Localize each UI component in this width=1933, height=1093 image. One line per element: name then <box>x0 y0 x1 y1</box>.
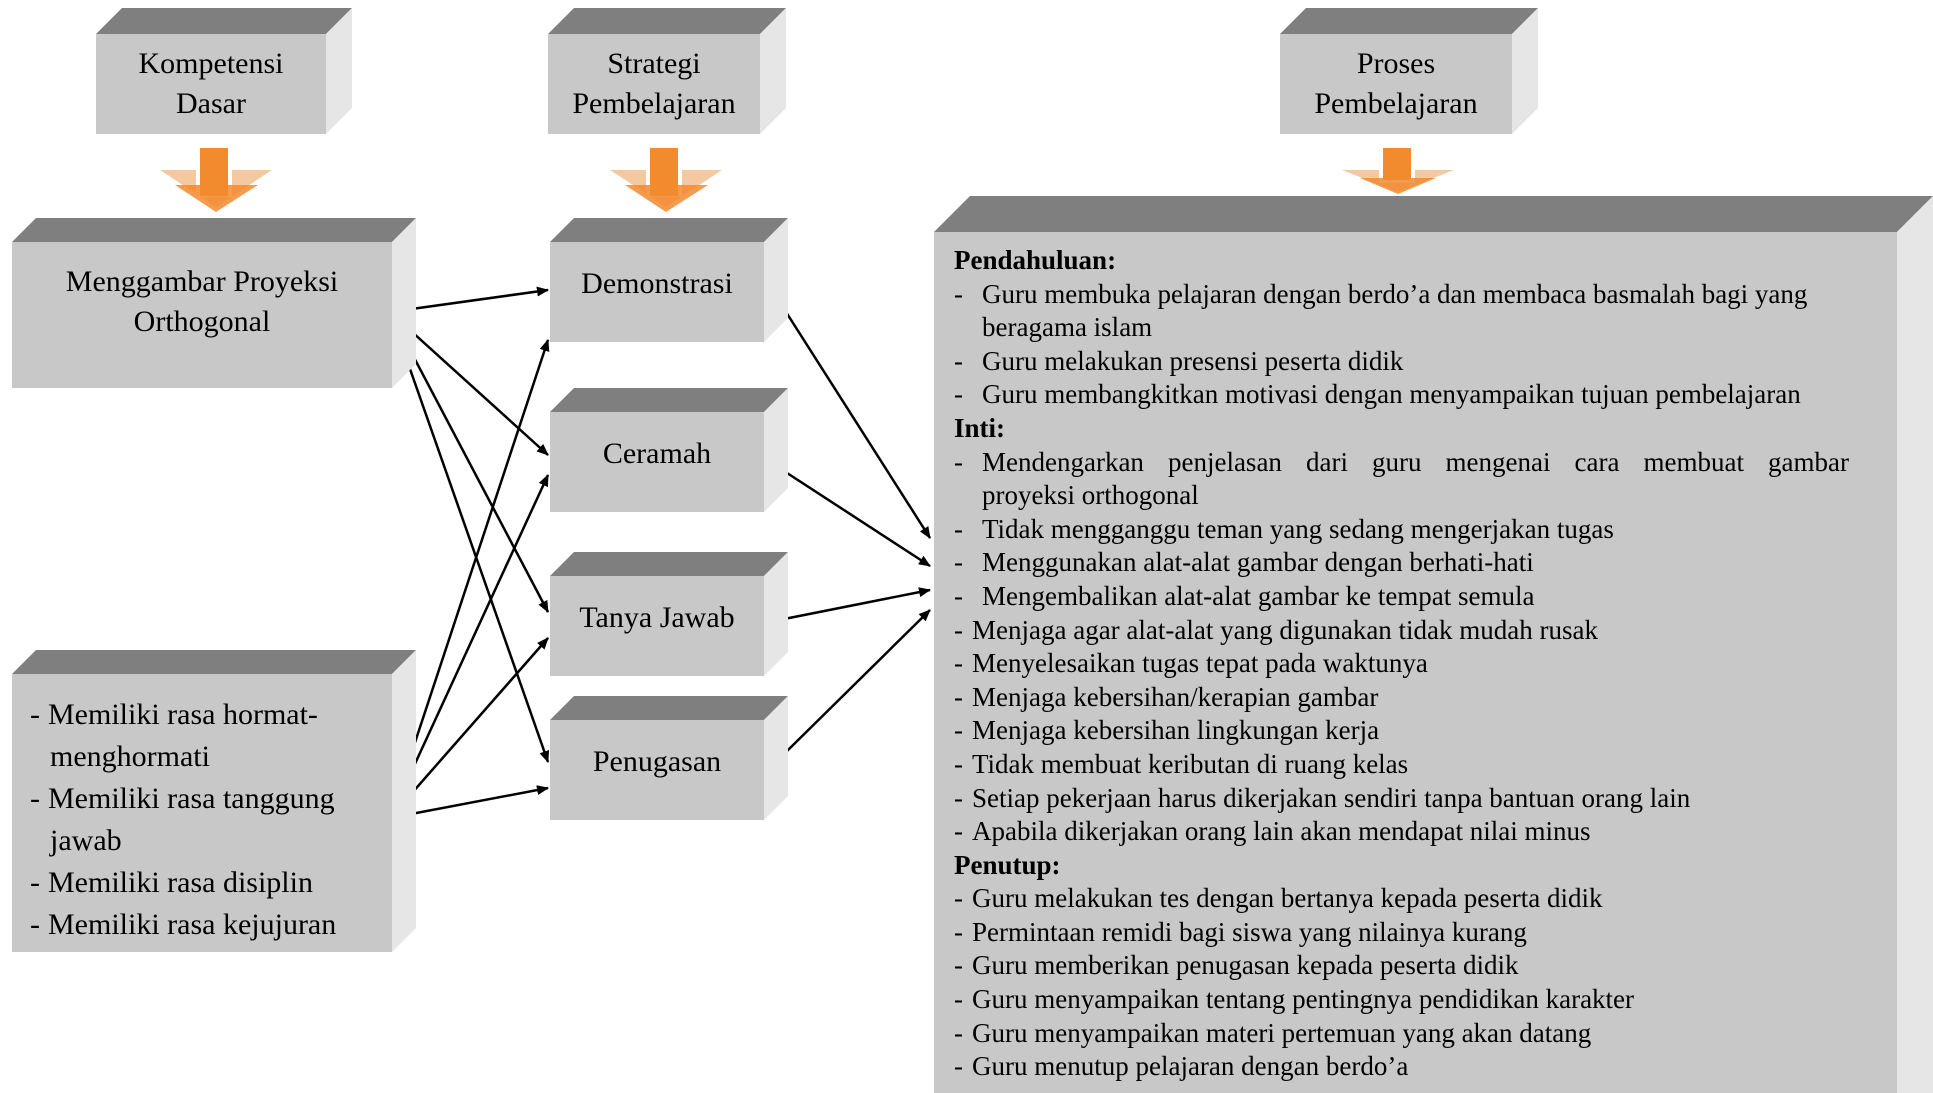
box-ceramah: Ceramah <box>550 388 788 512</box>
header-strategi-line1: Strategi <box>607 47 701 80</box>
list-item-continuation: menghormati <box>50 740 210 773</box>
header-strategi-line2: Pembelajaran <box>572 87 736 120</box>
strategi-label: Ceramah <box>602 437 712 470</box>
list-item: -Guru menutup pelajaran dengan berdo’a <box>954 1051 1409 1082</box>
list-item: -Guru membuka pelajaran dengan berdo’a d… <box>954 278 1808 309</box>
list-item: -Menggunakan alat-alat gambar dengan ber… <box>954 547 1534 578</box>
section-inti: Inti: <box>954 412 1006 443</box>
box-tanya-jawab: Tanya Jawab <box>550 552 788 676</box>
list-item: -Tidak mengganggu teman yang sedang meng… <box>954 513 1614 544</box>
box-proses-pembelajaran: Pendahuluan: -Guru membuka pelajaran den… <box>934 196 1933 1093</box>
box-sikap-list: -Memiliki rasa hormat- menghormati -Memi… <box>12 650 416 952</box>
strategi-label: Demonstrasi <box>581 267 733 300</box>
header-strategi-pembelajaran: Strategi Pembelajaran <box>548 8 786 134</box>
header-kompetensi-line1: Kompetensi <box>138 47 284 80</box>
header-proses-line2: Pembelajaran <box>1314 87 1478 120</box>
header-proses-line1: Proses <box>1356 47 1436 80</box>
list-item: -Guru membangkitkan motivasi dengan meny… <box>954 379 1801 410</box>
box-demonstrasi: Demonstrasi <box>550 218 788 342</box>
list-item: -Guru menyampaikan tentang pentingnya pe… <box>954 984 1635 1015</box>
list-item: -Guru melakukan tes dengan bertanya kepa… <box>954 883 1603 914</box>
box-menggambar-proyeksi: Menggambar Proyeksi Orthogonal <box>12 218 416 388</box>
list-item: -Apabila dikerjakan orang lain akan mend… <box>954 816 1591 847</box>
list-item: -Memiliki rasa hormat- <box>30 698 318 731</box>
header-kompetensi-line2: Dasar <box>176 87 246 120</box>
list-item-continuation: beragama islam <box>982 312 1153 343</box>
list-item-continuation: jawab <box>50 824 122 857</box>
down-arrow-icon <box>610 145 722 212</box>
list-item: -Mengembalikan alat-alat gambar ke tempa… <box>954 580 1535 611</box>
strategi-label: Penugasan <box>592 745 722 778</box>
list-item: -Memiliki rasa kejujuran <box>30 908 337 941</box>
list-item: -Guru melakukan presensi peserta didik <box>954 345 1404 376</box>
list-item: -Guru memberikan penugasan kepada pesert… <box>954 950 1519 981</box>
header-proses-pembelajaran: Proses Pembelajaran <box>1280 8 1538 134</box>
strategi-label: Tanya Jawab <box>579 601 735 634</box>
list-item: -Menjaga kebersihan/kerapian gambar <box>954 681 1379 712</box>
list-item: -Setiap pekerjaan harus dikerjakan sendi… <box>954 782 1691 813</box>
list-item: -Permintaan remidi bagi siswa yang nilai… <box>954 916 1527 947</box>
list-item: -Guru menyampaikan materi pertemuan yang… <box>954 1017 1592 1048</box>
list-item: -Tidak membuat keributan di ruang kelas <box>954 748 1409 779</box>
section-pendahuluan: Pendahuluan: <box>954 245 1117 275</box>
menggambar-line1: Menggambar Proyeksi <box>65 265 339 298</box>
list-item: -Menjaga agar alat-alat yang digunakan t… <box>954 614 1599 645</box>
list-item: -Memiliki rasa tanggung <box>30 782 335 815</box>
box-penugasan: Penugasan <box>550 696 788 820</box>
list-item: -Menjaga kebersihan lingkungan kerja <box>954 715 1380 746</box>
down-arrow-icon <box>160 145 272 212</box>
list-item: -Mendengarkan penjelasan dari guru menge… <box>954 446 1849 477</box>
header-kompetensi-dasar: Kompetensi Dasar <box>96 8 352 134</box>
list-item: -Menyelesaikan tugas tepat pada waktunya <box>954 648 1428 679</box>
list-item: -Memiliki rasa disiplin <box>30 866 313 899</box>
down-arrow-icon <box>1342 145 1454 194</box>
menggambar-line2: Orthogonal <box>133 305 271 338</box>
list-item-continuation: proyeksi orthogonal <box>982 480 1199 511</box>
section-penutup: Penutup: <box>954 849 1061 880</box>
connector-arrows <box>388 286 932 820</box>
